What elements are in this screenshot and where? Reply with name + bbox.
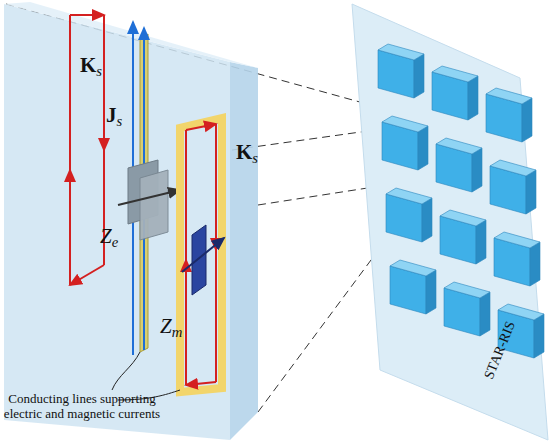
- ris-element: [414, 54, 424, 98]
- ris-element: [480, 292, 490, 336]
- ris-element: [494, 232, 540, 248]
- current-label: Ks: [80, 55, 102, 79]
- ris-element: [476, 220, 486, 264]
- ris-element: [530, 242, 540, 286]
- ris-element: [486, 88, 532, 104]
- ris-element: [418, 126, 428, 170]
- ris-element: [422, 198, 432, 242]
- ris-element: [498, 304, 544, 320]
- ris-element: [382, 116, 428, 132]
- ris-element: [444, 282, 490, 298]
- current-label: Ks: [236, 142, 258, 166]
- impedance-label: Zm: [160, 316, 182, 340]
- ris-element: [526, 170, 536, 214]
- current-label: Js: [106, 105, 122, 129]
- ris-element: [378, 44, 424, 60]
- ris-element: [390, 260, 436, 276]
- ris-element: [440, 210, 486, 226]
- ris-element: [534, 314, 544, 358]
- ris-element: [472, 148, 482, 192]
- ris-element: [436, 138, 482, 154]
- ris-element: [490, 160, 536, 176]
- ris-element: [426, 270, 436, 314]
- impedance-label: Ze: [100, 226, 118, 250]
- ris-element: [468, 76, 478, 120]
- ris-element: [522, 98, 532, 142]
- ris-element: [386, 188, 432, 204]
- ris-element: [432, 66, 478, 82]
- note-label: Conducting lines supporting electric and…: [2, 392, 162, 422]
